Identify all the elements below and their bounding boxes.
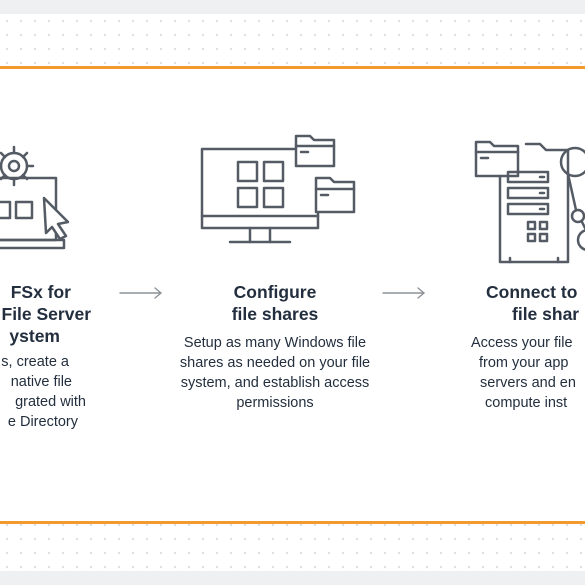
step2-description: Setup as many Windows file shares as nee… — [179, 335, 371, 411]
step1-title: FSx for File Server ystem — [1, 282, 92, 346]
arrow-right-icon — [119, 287, 162, 299]
arrow-right-icon — [382, 287, 425, 299]
server-folder-icon — [474, 140, 585, 264]
step3-description: Access your file from your app servers a… — [471, 335, 576, 411]
step3-title: Connect to file shar — [486, 282, 580, 324]
laptop-cursor-icon — [0, 145, 70, 250]
bottom-band — [0, 571, 585, 585]
step1-description: s, create a native file grated with e Di… — [1, 354, 86, 430]
monitor-folders-icon — [200, 134, 356, 244]
top-band — [0, 0, 585, 14]
step2-title: Configure file shares — [231, 282, 319, 324]
